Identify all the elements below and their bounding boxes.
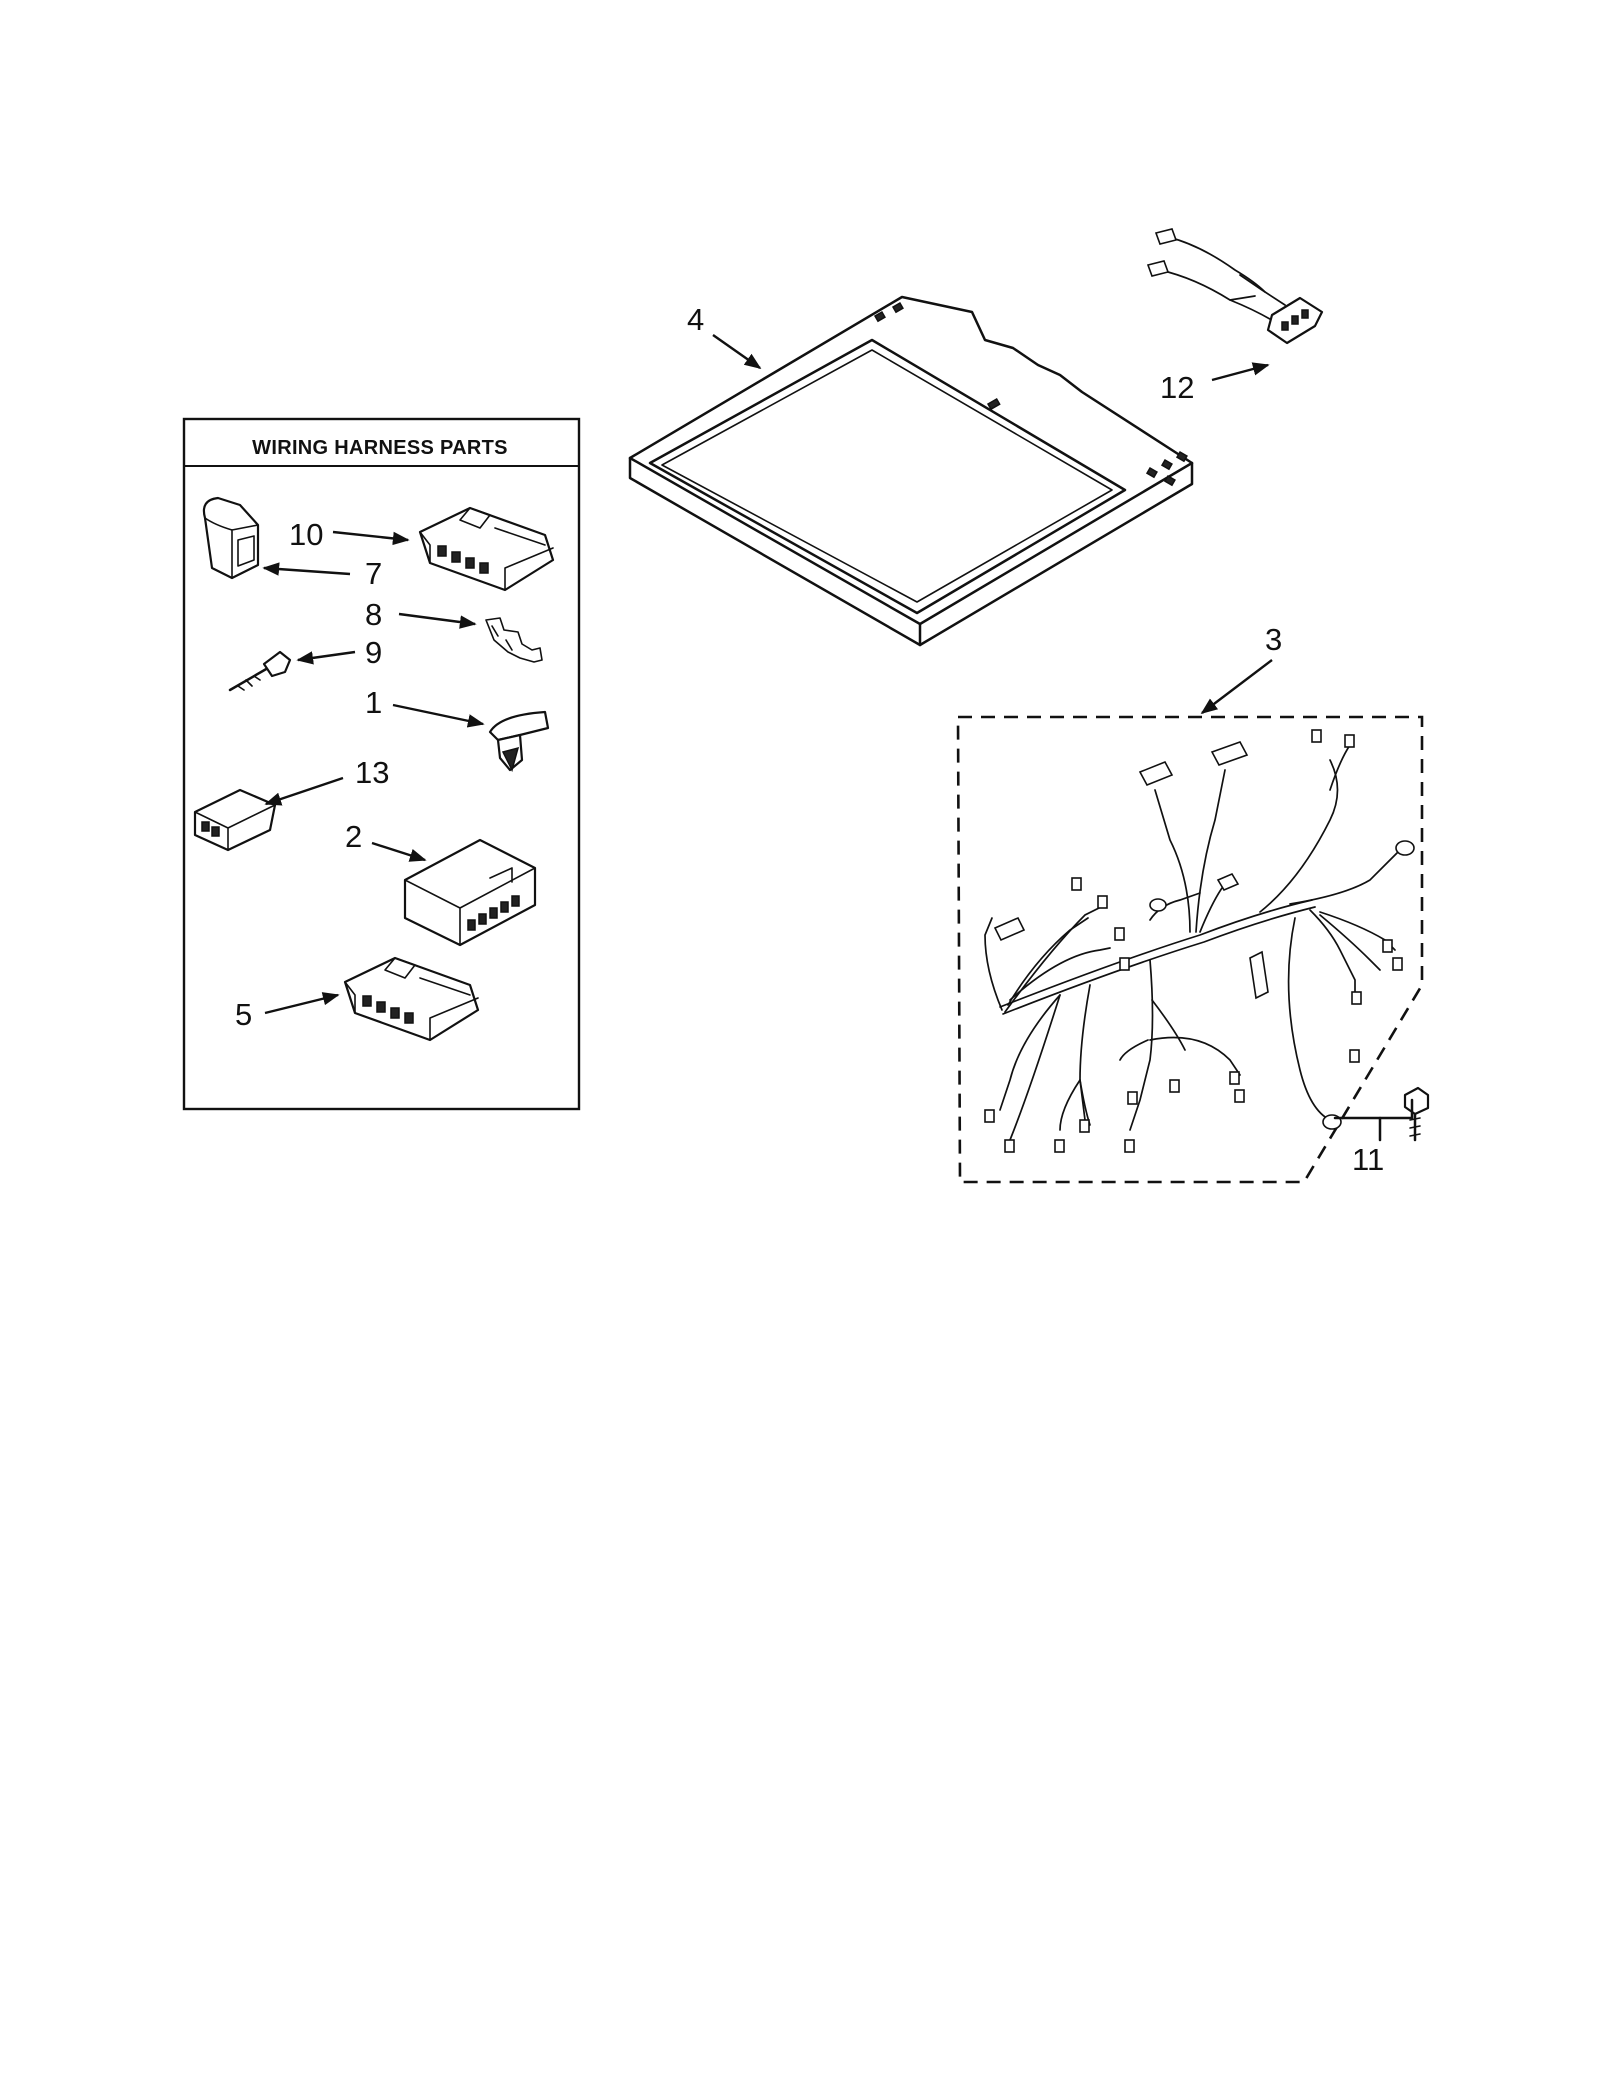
callout-8: 8	[365, 597, 477, 632]
part-4-top-panel	[628, 295, 1194, 647]
callout-2-label: 2	[345, 819, 362, 854]
wiring-harness-parts-box: WIRING HARNESS PARTS	[182, 417, 581, 1111]
callout-10: 10	[289, 517, 410, 552]
callout-10-label: 10	[289, 517, 323, 552]
part-10-connector-housing	[418, 506, 555, 592]
part-11-screw	[1403, 1086, 1430, 1142]
part-5-connector-housing	[343, 956, 480, 1042]
part-8-terminal	[485, 617, 543, 663]
callout-8-label: 8	[365, 597, 382, 632]
part-2-block-connector	[403, 838, 537, 947]
callout-3: 3	[1200, 622, 1282, 715]
callout-2: 2	[345, 819, 427, 862]
part-3-main-harness	[984, 729, 1415, 1153]
callout-9-label: 9	[365, 635, 382, 670]
callout-13: 13	[264, 755, 389, 806]
part-7-connector-cap	[202, 496, 260, 580]
wiring-harness-parts-title: WIRING HARNESS PARTS	[252, 437, 508, 459]
callout-9: 9	[296, 635, 382, 670]
callout-11: 11	[1333, 1098, 1414, 1177]
callout-12: 12	[1160, 362, 1270, 405]
callout-3-label: 3	[1265, 622, 1282, 657]
callout-7-label: 7	[365, 556, 382, 591]
part-12-small-harness	[1146, 228, 1324, 345]
part-1-clip	[488, 710, 550, 773]
part-9-terminal-pin	[228, 650, 292, 692]
part-13-small-connector	[193, 788, 277, 852]
callout-1-label: 1	[365, 685, 382, 720]
callout-12-label: 12	[1160, 370, 1194, 405]
callout-4: 4	[687, 302, 762, 369]
callout-4-label: 4	[687, 302, 704, 337]
callout-7: 7	[262, 556, 382, 591]
part-3-main-harness-outline	[956, 715, 1424, 1184]
callout-13-label: 13	[355, 755, 389, 790]
callout-5-label: 5	[235, 997, 252, 1032]
callout-5: 5	[235, 992, 340, 1032]
callout-11-label: 11	[1352, 1142, 1384, 1177]
callout-1: 1	[365, 685, 485, 728]
